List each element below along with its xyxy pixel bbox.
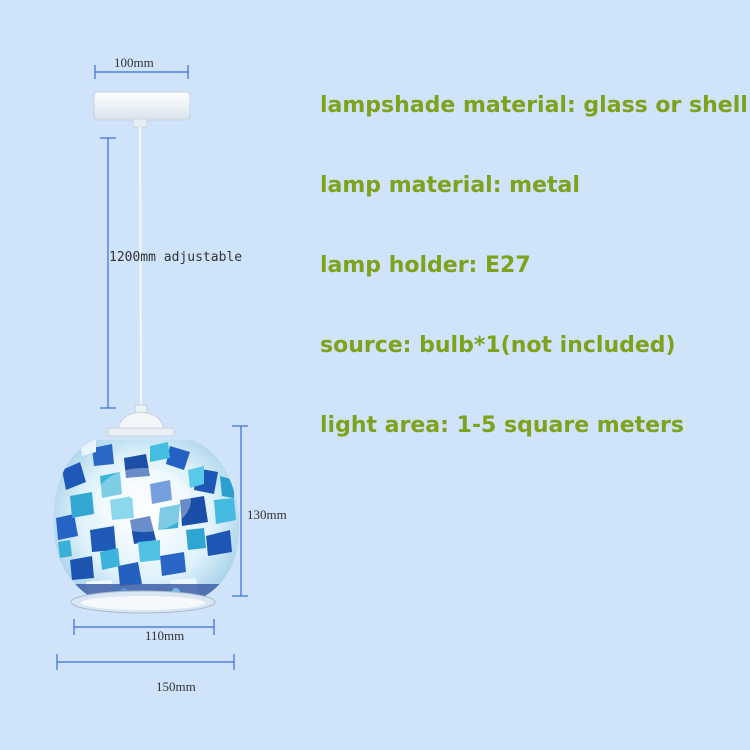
spec-lamp-material: lamp material: metal — [320, 173, 580, 198]
spec-lampshade-material: lampshade material: glass or shell — [320, 93, 748, 118]
specification-list: lampshade material: glass or shell lamp … — [320, 92, 748, 492]
mosaic-glass-shade — [53, 440, 239, 614]
canopy-width-label: 100mm — [114, 55, 154, 70]
cord-length-label: 1200mm adjustable — [109, 250, 243, 265]
shade-height-dimension — [232, 425, 248, 597]
suspension-cord — [139, 126, 142, 406]
shade-opening-label: 110mm — [145, 628, 185, 643]
shade-width-dimension — [56, 654, 235, 670]
shade-opening-dimension — [73, 619, 215, 635]
spec-light-area: light area: 1-5 square meters — [320, 413, 684, 438]
lamp-socket-cap — [107, 404, 175, 437]
cord-length-dimension — [100, 137, 116, 409]
spec-lamp-holder: lamp holder: E27 — [320, 253, 531, 278]
ceiling-canopy — [93, 91, 191, 128]
canopy-width-dimension — [94, 65, 189, 79]
shade-width-label: 150mm — [156, 679, 196, 694]
shade-height-label: 130mm — [247, 507, 287, 522]
spec-light-source: source: bulb*1(not included) — [320, 333, 676, 358]
